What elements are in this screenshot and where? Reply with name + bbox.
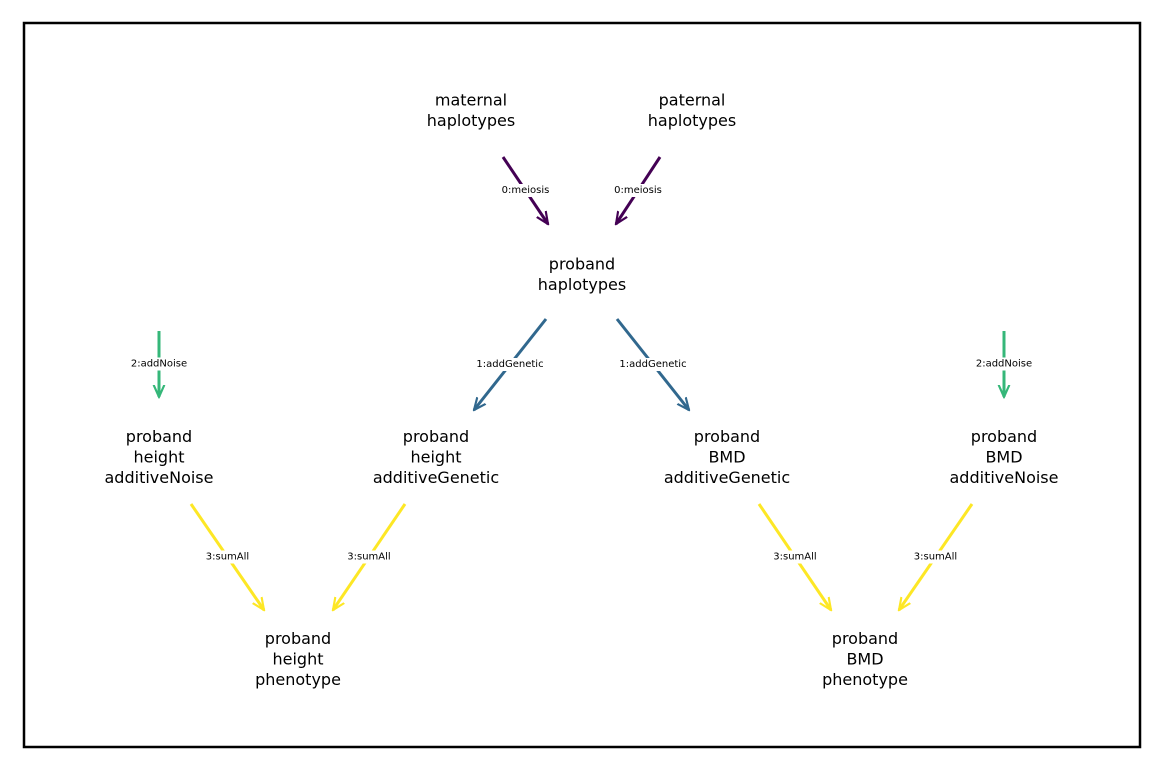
node-label-line: BMD [708, 448, 745, 467]
edge-2-addnoise-4: 2:addNoise [128, 331, 190, 397]
nodes-layer: maternalhaplotypespaternalhaplotypesprob… [105, 90, 1059, 689]
node-label-line: BMD [846, 650, 883, 669]
node-label-line: proband [403, 427, 469, 446]
node-proband-hap: proband haplotypes [538, 254, 626, 294]
node-label-line: height [411, 448, 462, 467]
edge-label: 2:addNoise [131, 359, 187, 370]
edge-label: 3:sumAll [773, 552, 816, 563]
edge-label-background [617, 358, 689, 371]
node-label-line: proband [126, 427, 192, 446]
edge-label-background [612, 184, 664, 197]
edge-1-addgenetic-3: 1:addGenetic [615, 318, 689, 410]
edge-label-background [973, 357, 1035, 371]
node-label-line: phenotype [255, 670, 341, 689]
edge-label: 0:meiosis [502, 185, 550, 196]
edge-3-sumall-9: 3:sumAll [899, 503, 974, 610]
node-label-line: haplotypes [538, 275, 626, 294]
node-label-line: additiveNoise [950, 468, 1059, 487]
edge-label: 0:meiosis [614, 185, 662, 196]
edge-label: 1:addGenetic [619, 359, 686, 370]
edge-label-background [128, 357, 190, 371]
node-label-line: additiveNoise [105, 468, 214, 487]
edge-label: 3:sumAll [914, 552, 957, 563]
node-label-line: proband [694, 427, 760, 446]
edge-2-addnoise-5: 2:addNoise [973, 331, 1035, 397]
edge-label: 3:sumAll [347, 552, 390, 563]
edge-3-sumall-6: 3:sumAll [189, 503, 264, 610]
edge-label-background [911, 550, 960, 564]
node-maternal: maternal haplotypes [427, 90, 515, 130]
node-label-line: BMD [985, 448, 1022, 467]
edge-0-meiosis-1: 0:meiosis [612, 156, 664, 224]
edge-label-background [345, 550, 393, 564]
node-label-line: proband [832, 629, 898, 648]
node-paternal: paternal haplotypes [648, 90, 736, 130]
edges-layer: 0:meiosis 0:meiosis 1:addGenetic 1:addGenet… [128, 156, 1035, 610]
node-label-line: proband [549, 254, 615, 273]
node-label-line: maternal [435, 90, 507, 109]
edge-label-background [771, 550, 819, 564]
node-label-line: proband [971, 427, 1037, 446]
node-label-line: haplotypes [427, 111, 515, 130]
edge-1-addgenetic-2: 1:addGenetic [474, 318, 548, 410]
edge-0-meiosis-0: 0:meiosis [499, 156, 552, 224]
node-label-line: height [134, 448, 185, 467]
edge-label: 1:addGenetic [476, 359, 543, 370]
node-label-line: paternal [659, 90, 726, 109]
edge-3-sumall-8: 3:sumAll [757, 503, 831, 610]
edge-3-sumall-7: 3:sumAll [333, 503, 407, 610]
node-label-line: additiveGenetic [373, 468, 499, 487]
node-label-line: haplotypes [648, 111, 736, 130]
node-label-line: additiveGenetic [664, 468, 790, 487]
node-label-line: phenotype [822, 670, 908, 689]
node-label-line: height [273, 650, 324, 669]
edge-label-background [474, 358, 546, 371]
edge-label-background [203, 550, 252, 564]
edge-label: 2:addNoise [976, 359, 1032, 370]
edge-label: 3:sumAll [206, 552, 249, 563]
plot-frame [22, 21, 1142, 749]
node-label-line: proband [265, 629, 331, 648]
edge-label-background [499, 184, 552, 197]
